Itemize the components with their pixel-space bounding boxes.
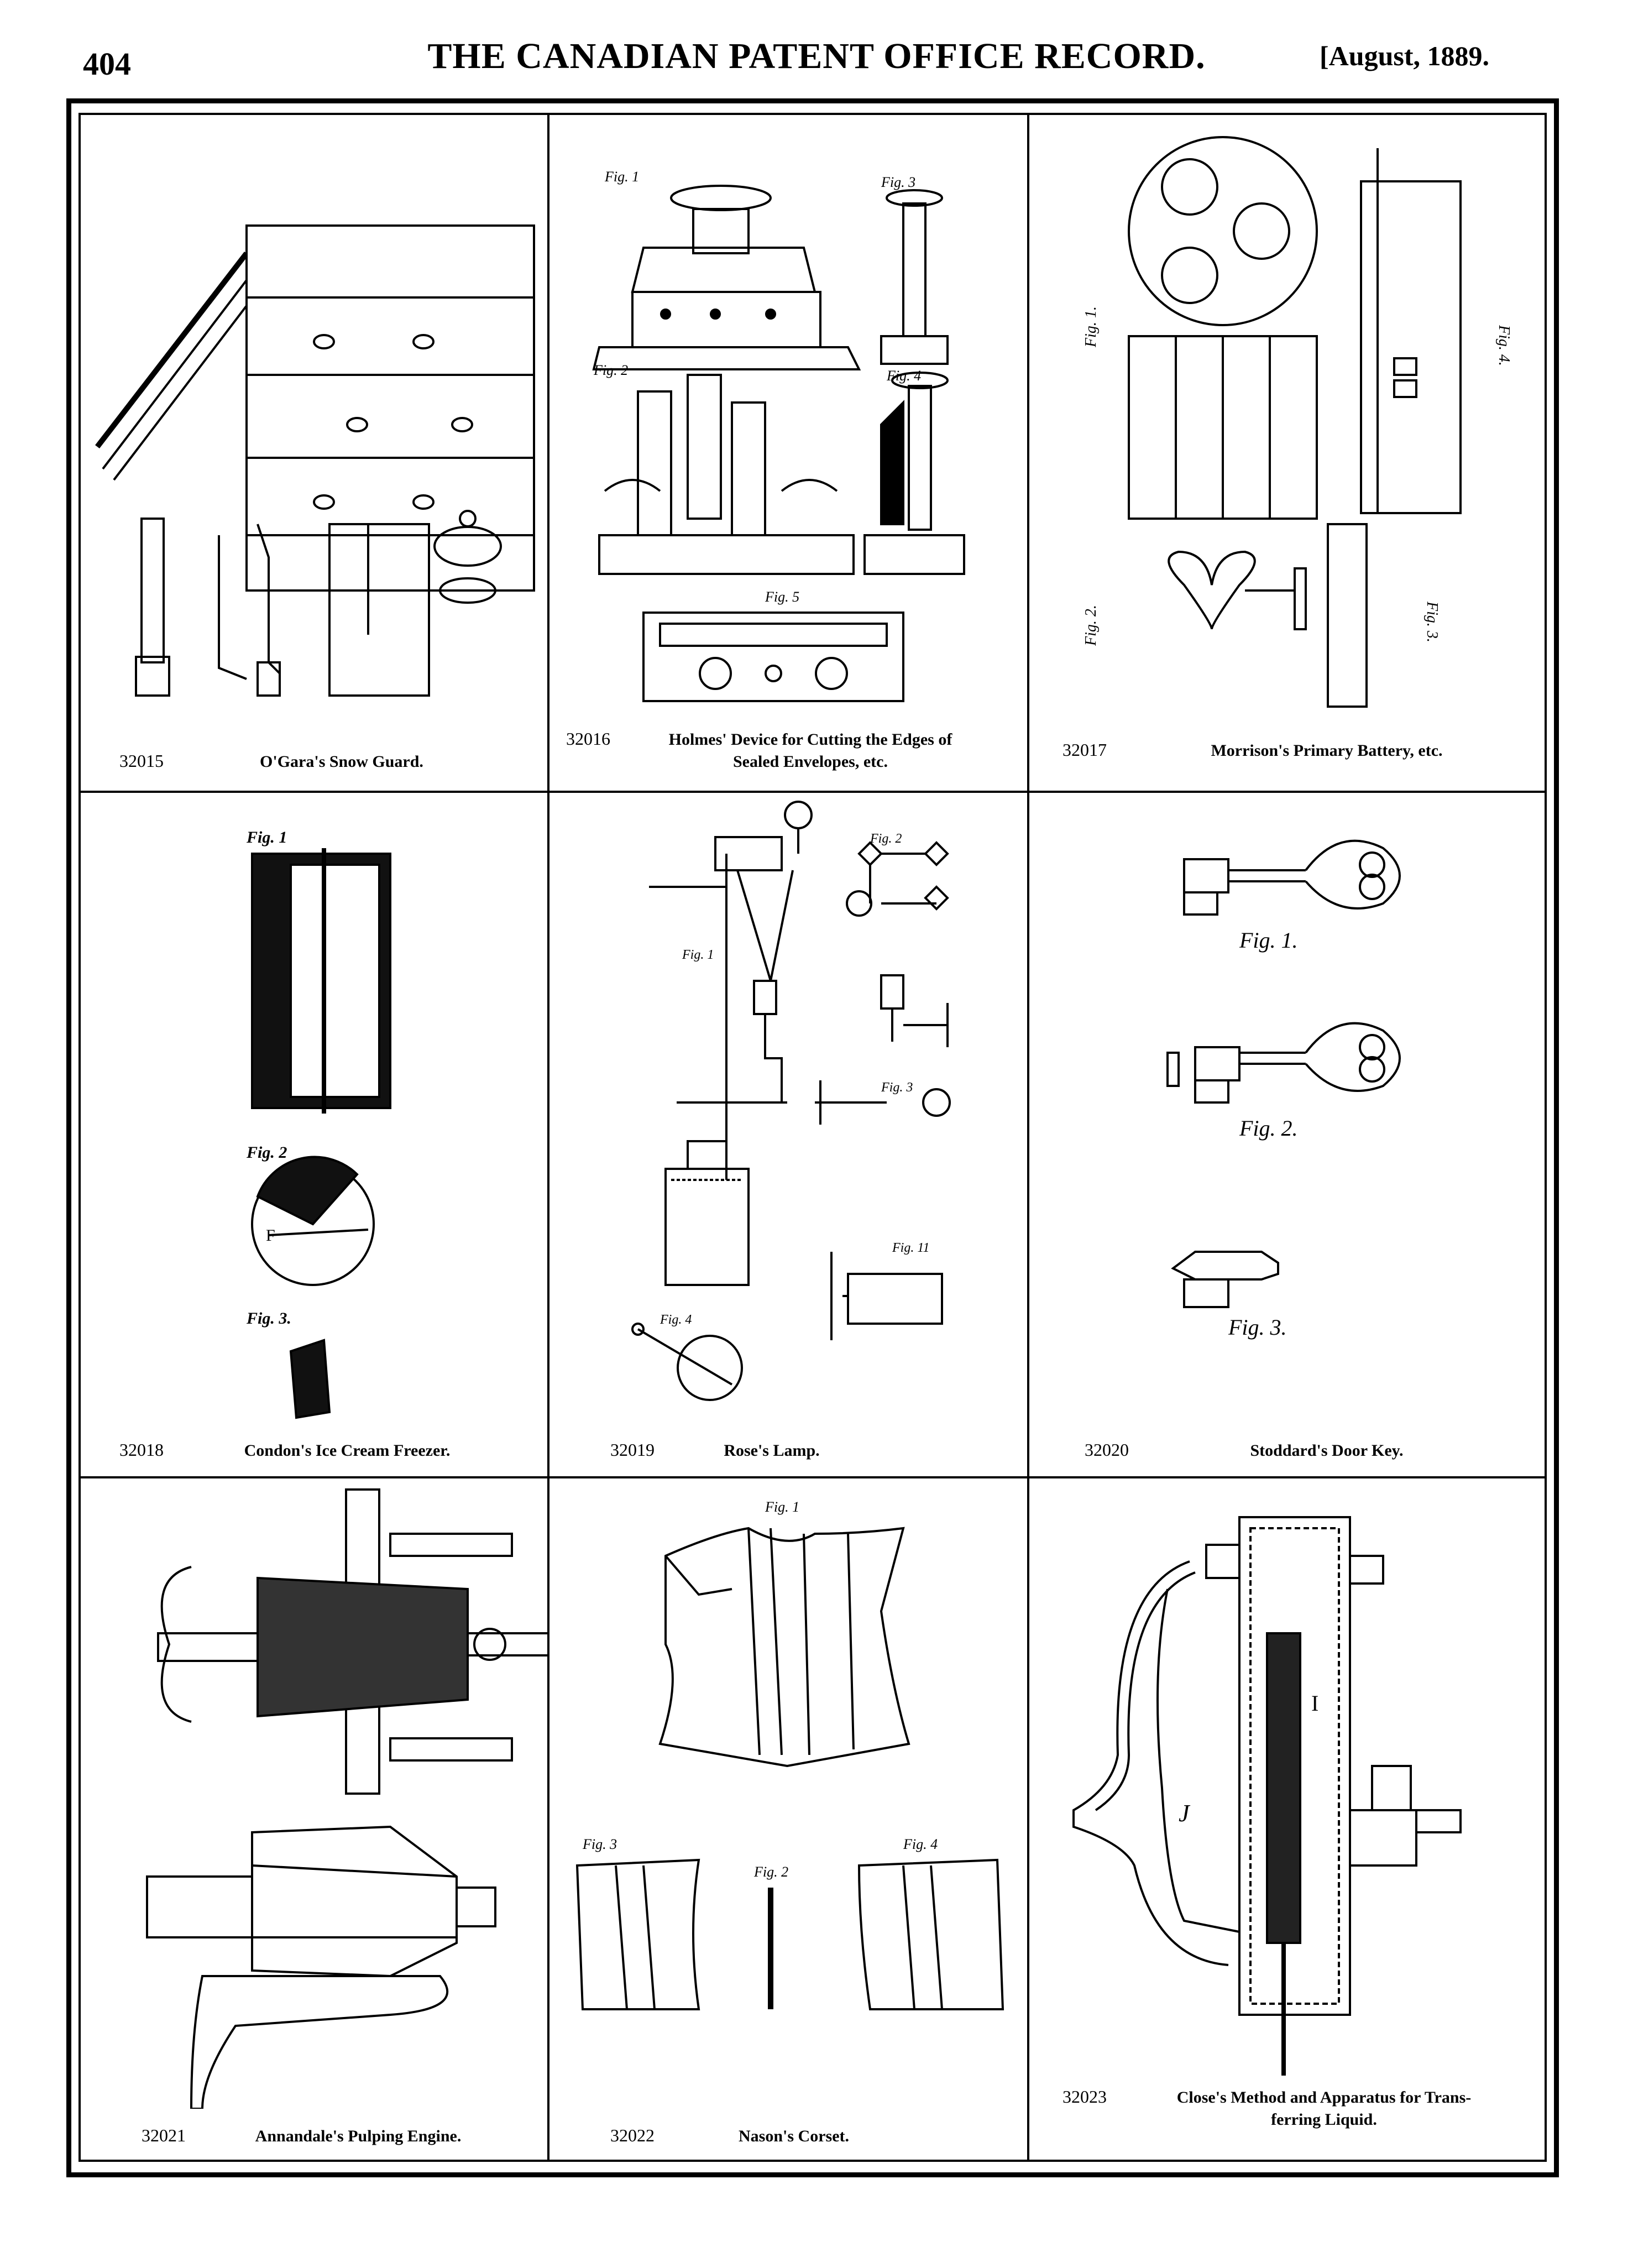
svg-text:I: I <box>1311 1691 1318 1716</box>
fig-label: Fig. 4 <box>660 1313 692 1327</box>
patent-panel-32023: I J 32023 Close's Method and Apparatus f… <box>1029 1478 1547 2162</box>
patent-panel-32016: Fig. 1 Fig. 3 Fig. 2 Fig. 4 Fig. 5 32016… <box>549 115 1027 791</box>
fig-label: Fig. 2. <box>1082 605 1100 646</box>
patent-number: 32019 <box>610 1440 655 1460</box>
fig-label: Fig. 2. <box>1239 1116 1298 1141</box>
patent-number: 32020 <box>1085 1440 1129 1460</box>
fig-label: Fig. 2 <box>593 362 628 378</box>
journal-title: THE CANADIAN PATENT OFFICE RECORD. <box>427 36 1206 76</box>
door-key-illustration: Fig. 1. Fig. 2. Fig. 3. <box>1166 839 1401 1340</box>
plate-inner-border <box>78 113 1547 2162</box>
fig-label: Fig. 2 <box>246 1143 287 1162</box>
patent-number: 32017 <box>1063 740 1107 760</box>
patent-number: 32015 <box>119 751 164 771</box>
patent-panel-32019: Fig. 1 Fig. 2 Fig. 3 Fig. 4 Fig. 11 3201… <box>549 793 1027 1476</box>
fig-label: Fig. 1 <box>246 828 287 846</box>
fig-label: Fig. 1 <box>682 948 714 962</box>
patent-number: 32021 <box>142 2125 186 2145</box>
patent-number: 32016 <box>566 729 610 749</box>
primary-battery-illustration: Fig. 1. Fig. 4. Fig. 2. Fig. 3. <box>1082 136 1512 708</box>
issue-date: [August, 1889. <box>1320 40 1489 71</box>
patent-title: Morrison's Primary Battery, etc. <box>1211 741 1443 760</box>
patent-title: Annandale's Pulping Engine. <box>255 2127 462 2145</box>
patent-panel-32018: Fig. 1 Fig. 2 F Fig. 3. 32018 Condon's I… <box>81 793 547 1476</box>
corset-illustration: Fig. 1 Fig. 3 Fig. 2 Fig. 4 <box>575 1499 1004 2010</box>
patent-panel-32015: 32015 O'Gara's Snow Guard. <box>81 115 547 791</box>
fig-label: Fig. 4. <box>1495 325 1512 366</box>
fig-label: Fig. 4 <box>903 1836 938 1852</box>
patent-number: 32022 <box>610 2125 655 2145</box>
fig-label: Fig. 3 <box>881 1080 913 1095</box>
envelope-cutter-illustration: Fig. 1 Fig. 3 Fig. 2 Fig. 4 Fig. 5 <box>592 169 965 702</box>
fig-label: Fig. 3 <box>582 1836 617 1852</box>
patent-title: Holmes' Device for Cutting the Edges of … <box>668 730 952 771</box>
patent-panel-32021: 32021 Annandale's Pulping Engine. <box>81 1478 547 2162</box>
patent-title: Nason's Corset. <box>739 2127 849 2145</box>
fig-label: Fig. 1 <box>765 1499 799 1515</box>
fig-label: Fig. 1. <box>1082 306 1100 348</box>
fig-label: Fig. 3. <box>1423 601 1441 642</box>
page-header: 404 THE CANADIAN PATENT OFFICE RECORD. [… <box>0 33 1633 83</box>
patent-panel-32022: Fig. 1 Fig. 3 Fig. 2 Fig. 4 32022 Nason'… <box>549 1478 1027 2162</box>
fig-label: Fig. 5 <box>765 589 799 605</box>
fig-label: Fig. 3. <box>1228 1315 1287 1340</box>
column-divider-1 <box>547 113 549 2162</box>
svg-text:J: J <box>1179 1800 1191 1827</box>
patent-title: Condon's Ice Cream Freezer. <box>244 1441 451 1460</box>
row-divider-2 <box>78 1476 1547 1478</box>
column-divider-2 <box>1027 113 1029 2162</box>
lamp-illustration: Fig. 1 Fig. 2 Fig. 3 Fig. 4 Fig. 11 <box>631 801 951 1401</box>
pulping-engine-illustration <box>146 1488 547 2109</box>
plate-outer-border <box>66 98 1559 2177</box>
fig-label: Fig. 2 <box>870 832 902 846</box>
patent-panel-32020: Fig. 1. Fig. 2. Fig. 3. 32020 Stoddard's… <box>1029 793 1547 1476</box>
liquid-transfer-apparatus-illustration: I J <box>1072 1516 1462 2076</box>
patent-number: 32023 <box>1063 2087 1107 2107</box>
fig-label: Fig. 1 <box>604 169 639 185</box>
patent-title: Rose's Lamp. <box>724 1441 820 1460</box>
page-number: 404 <box>83 46 131 82</box>
row-divider-1 <box>78 791 1547 793</box>
fig-label: Fig. 3 <box>881 174 915 190</box>
patent-title: Stoddard's Door Key. <box>1250 1441 1404 1460</box>
svg-text:F: F <box>266 1226 275 1245</box>
patent-number: 32018 <box>119 1440 164 1460</box>
fig-label: Fig. 3. <box>246 1309 291 1328</box>
patent-title: Close's Method and Apparatus for Trans- … <box>1176 2088 1472 2129</box>
fig-label: Fig. 11 <box>892 1241 930 1255</box>
fig-label: Fig. 2 <box>753 1864 788 1880</box>
patent-title: O'Gara's Snow Guard. <box>260 752 423 771</box>
ice-cream-freezer-illustration: Fig. 1 Fig. 2 F Fig. 3. <box>246 828 391 1419</box>
snow-guard-illustration <box>95 224 535 697</box>
patent-panel-32017: Fig. 1. Fig. 4. Fig. 2. Fig. 3. 32017 Mo… <box>1029 115 1547 791</box>
fig-label: Fig. 1. <box>1239 928 1298 953</box>
